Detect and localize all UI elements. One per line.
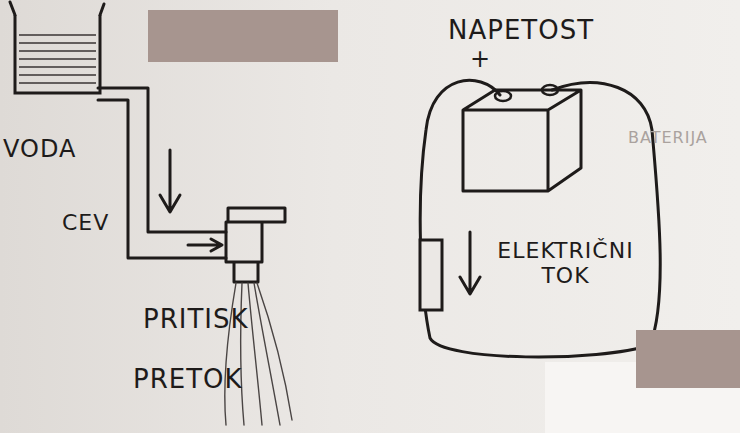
faucet	[226, 208, 285, 282]
node-label: BATERIJA	[628, 128, 708, 147]
battery-outline	[463, 90, 581, 191]
water-pipe	[98, 88, 226, 258]
resistor-symbol	[420, 240, 442, 310]
flow-arrow	[188, 239, 222, 251]
tank-outline	[15, 15, 100, 93]
redaction-block	[148, 10, 338, 62]
node-outline	[463, 88, 583, 193]
current-arrow	[460, 232, 480, 294]
polarity-sign: +	[470, 46, 491, 74]
water-hatching	[19, 35, 96, 83]
battery-box: BATERIJA	[463, 88, 583, 193]
quantity-label: NAPETOST	[448, 16, 594, 46]
node-label: VODA	[3, 135, 76, 163]
quantity-label: PRITISK	[143, 305, 249, 335]
quantity-label: PRETOK	[133, 365, 243, 395]
water-stream	[257, 283, 292, 420]
electric-wire	[420, 80, 660, 357]
water-stream	[248, 283, 262, 425]
tank-rim	[10, 2, 104, 15]
redaction-block	[636, 330, 740, 388]
part-label: CEV	[62, 210, 109, 235]
battery-terminal	[495, 91, 511, 101]
water-stream	[254, 283, 280, 425]
flow-arrow	[160, 150, 180, 212]
node-outline	[15, 15, 100, 95]
water-tank: VODA	[15, 15, 100, 95]
quantity-label: ELEKTRIČNI TOK	[478, 238, 653, 289]
